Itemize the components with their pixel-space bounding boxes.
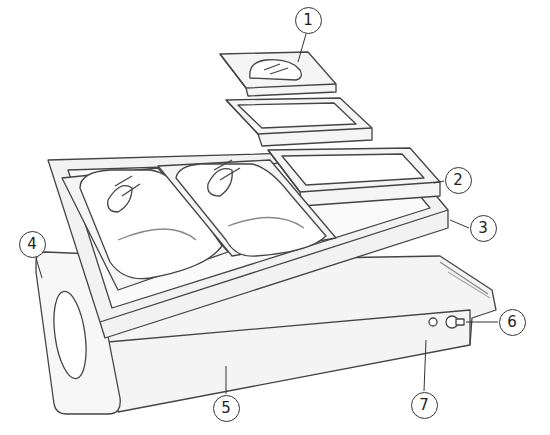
callout-number: 7 xyxy=(419,398,429,413)
callout-number: 5 xyxy=(221,401,231,416)
callout-circle: 6 xyxy=(499,309,526,336)
small-pan-rim xyxy=(268,150,440,192)
base-rail xyxy=(448,272,490,298)
small-pan-inner xyxy=(238,103,356,128)
callout-number: 3 xyxy=(478,221,488,236)
tray-frame xyxy=(48,150,448,338)
leader-line xyxy=(298,34,306,62)
small-pan-inner xyxy=(282,154,424,185)
leader-line xyxy=(450,220,469,228)
callout-circle: 2 xyxy=(445,167,472,194)
callout-circle: 5 xyxy=(213,395,240,422)
lid-handle xyxy=(250,60,302,80)
knob-stem xyxy=(456,319,464,325)
handle-hole xyxy=(49,289,91,380)
pan-rim xyxy=(158,160,336,256)
callout-circle: 1 xyxy=(295,7,322,34)
callout-circle: 4 xyxy=(19,231,46,258)
lid-highlight xyxy=(228,217,304,228)
small-pan-rim xyxy=(226,100,372,134)
callout-number: 6 xyxy=(507,315,517,330)
small-pan xyxy=(226,98,372,146)
lid-slot xyxy=(264,64,288,74)
leader-line xyxy=(424,340,426,391)
callout-circle: 3 xyxy=(470,215,497,242)
leader-line xyxy=(226,366,227,394)
indicator-light xyxy=(429,318,437,326)
leader-line xyxy=(434,181,444,183)
small-lid-edge xyxy=(220,54,336,88)
lid-handle-slot xyxy=(108,186,132,212)
leader-line xyxy=(36,258,42,278)
callout-circle: 7 xyxy=(411,392,438,419)
lid-slot xyxy=(214,160,240,180)
callout-number: 1 xyxy=(303,13,313,28)
base-rail xyxy=(440,262,488,294)
small-lid xyxy=(220,52,336,96)
dome-lid xyxy=(176,164,326,256)
callout-number: 2 xyxy=(453,173,463,188)
callout-number: 4 xyxy=(27,237,37,252)
lid-highlight xyxy=(118,229,196,240)
lid-slot xyxy=(115,176,140,196)
leader-line xyxy=(466,322,498,323)
lid-handle-slot xyxy=(208,169,233,196)
